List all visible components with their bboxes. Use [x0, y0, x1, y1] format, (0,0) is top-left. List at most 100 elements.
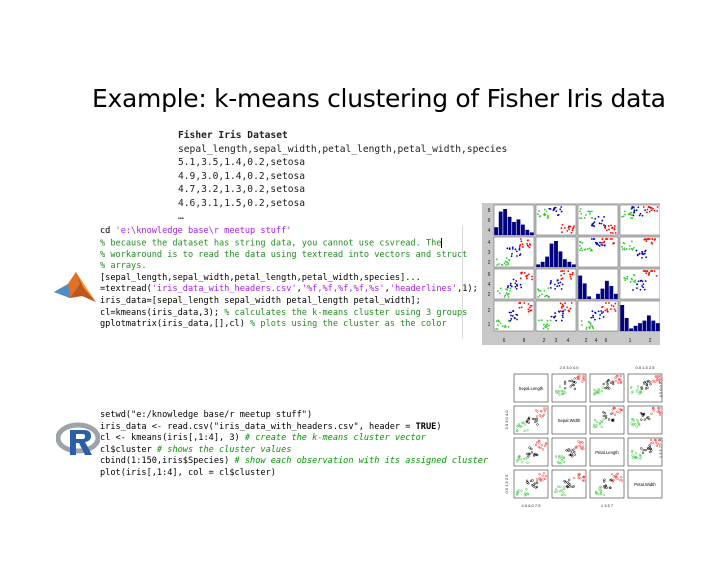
code-token: 'iris_data_with_headers.csv': [151, 284, 297, 295]
scatter-point: [515, 430, 519, 433]
scatter-point: [583, 248, 586, 251]
scatter-point: [629, 212, 631, 215]
scatter-point: [620, 408, 624, 412]
scatter-point: [629, 281, 632, 283]
scatter-point: [509, 319, 512, 322]
scatter-point: [562, 456, 565, 459]
scatter-point: [523, 429, 526, 432]
scatter-point: [561, 310, 564, 313]
scatter-point: [556, 214, 559, 217]
scatter-point: [506, 247, 509, 250]
variable-label: Petal.Length: [595, 450, 619, 455]
scatter-point: [561, 314, 564, 317]
scatter-point: [557, 389, 560, 393]
scatter-point: [571, 271, 574, 274]
scatter-point: [611, 227, 614, 230]
scatter-point: [507, 326, 510, 328]
scatter-point: [573, 377, 576, 380]
scatter-point: [649, 383, 652, 386]
scatter-point: [605, 380, 608, 384]
scatter-point: [541, 474, 544, 477]
scatter-point: [642, 448, 645, 452]
scatter-point: [549, 282, 552, 285]
histogram-bar: [562, 259, 567, 267]
scatter-point: [591, 310, 594, 313]
scatter-point: [604, 309, 607, 312]
scatter-point: [610, 419, 614, 422]
scatter-point: [495, 328, 497, 330]
scatter-point: [644, 448, 647, 452]
scatter-point: [631, 217, 634, 220]
scatter-point: [516, 492, 519, 495]
scatter-point: [628, 248, 631, 251]
scatter-point: [598, 422, 602, 425]
scatter-point: [517, 489, 520, 492]
scatter-point: [506, 293, 509, 296]
code-token: cl$cluster: [100, 444, 157, 455]
scatter-point: [504, 326, 506, 329]
scatter-point: [508, 247, 511, 250]
scatter-point: [598, 317, 601, 320]
top-tick-label: 0.5 1.5 2.5: [636, 365, 656, 370]
scatter-point: [538, 210, 540, 213]
histogram-bar: [651, 320, 656, 331]
scatter-point: [537, 288, 539, 291]
scatter-point: [601, 305, 604, 308]
scatter-point: [633, 274, 636, 277]
scatter-point: [652, 409, 655, 412]
code-line: setwd("e:/knowledge base/r meetup stuff"…: [100, 410, 488, 422]
scatter-point: [639, 212, 642, 215]
code-token: gplotmatrix(iris_data,[],cl): [100, 319, 251, 330]
scatter-point: [603, 478, 606, 481]
scatter-point: [542, 323, 545, 326]
scatter-point: [612, 382, 615, 386]
scatter-point: [581, 445, 585, 448]
scatter-point: [543, 413, 546, 416]
scatter-point: [592, 238, 595, 240]
scatter-point: [588, 247, 591, 250]
scatter-point: [630, 240, 633, 243]
scatter-point: [559, 281, 562, 284]
scatter-point: [531, 278, 533, 281]
scatter-point: [561, 223, 564, 226]
scatter-point: [583, 217, 586, 219]
scatter-point: [610, 304, 613, 307]
histogram-bar: [642, 320, 647, 331]
scatter-point: [554, 315, 557, 318]
scatter-point: [646, 238, 649, 240]
scatter-point: [507, 263, 509, 266]
code-token: # show each observation with its assigne…: [234, 456, 489, 467]
code-token: iris_data=[sepal_length sepal_width peta…: [100, 296, 421, 307]
code-token: cd: [100, 226, 116, 236]
histogram-bar: [624, 318, 629, 331]
code-token: 'e:\knowledge base\r meetup stuff': [115, 226, 292, 236]
scatter-point: [656, 378, 659, 381]
scatter-point: [613, 308, 616, 311]
scatter-point: [534, 486, 537, 489]
scatter-point: [621, 248, 624, 251]
scatter-point: [613, 227, 616, 229]
scatter-point: [623, 248, 626, 251]
scatter-point: [516, 255, 518, 257]
scatter-point: [559, 485, 562, 488]
scatter-point: [630, 247, 633, 250]
scatter-point: [561, 270, 564, 272]
scatter-point: [579, 477, 582, 480]
scatter-point: [633, 211, 635, 213]
scatter-point: [614, 376, 617, 379]
scatter-point: [532, 454, 536, 457]
scatter-point: [549, 286, 552, 289]
scatter-point: [568, 483, 571, 486]
scatter-point: [609, 381, 613, 384]
scatter-point: [649, 270, 652, 272]
scatter-point: [597, 492, 600, 496]
scatter-point: [611, 411, 614, 415]
scatter-point: [536, 453, 539, 457]
histogram-bar: [609, 286, 614, 299]
scatter-point: [646, 270, 649, 272]
scatter-point: [609, 238, 612, 240]
scatter-point: [591, 326, 594, 329]
histogram-bar: [558, 251, 563, 267]
scatter-point: [600, 312, 603, 315]
scatter-point: [539, 289, 542, 292]
